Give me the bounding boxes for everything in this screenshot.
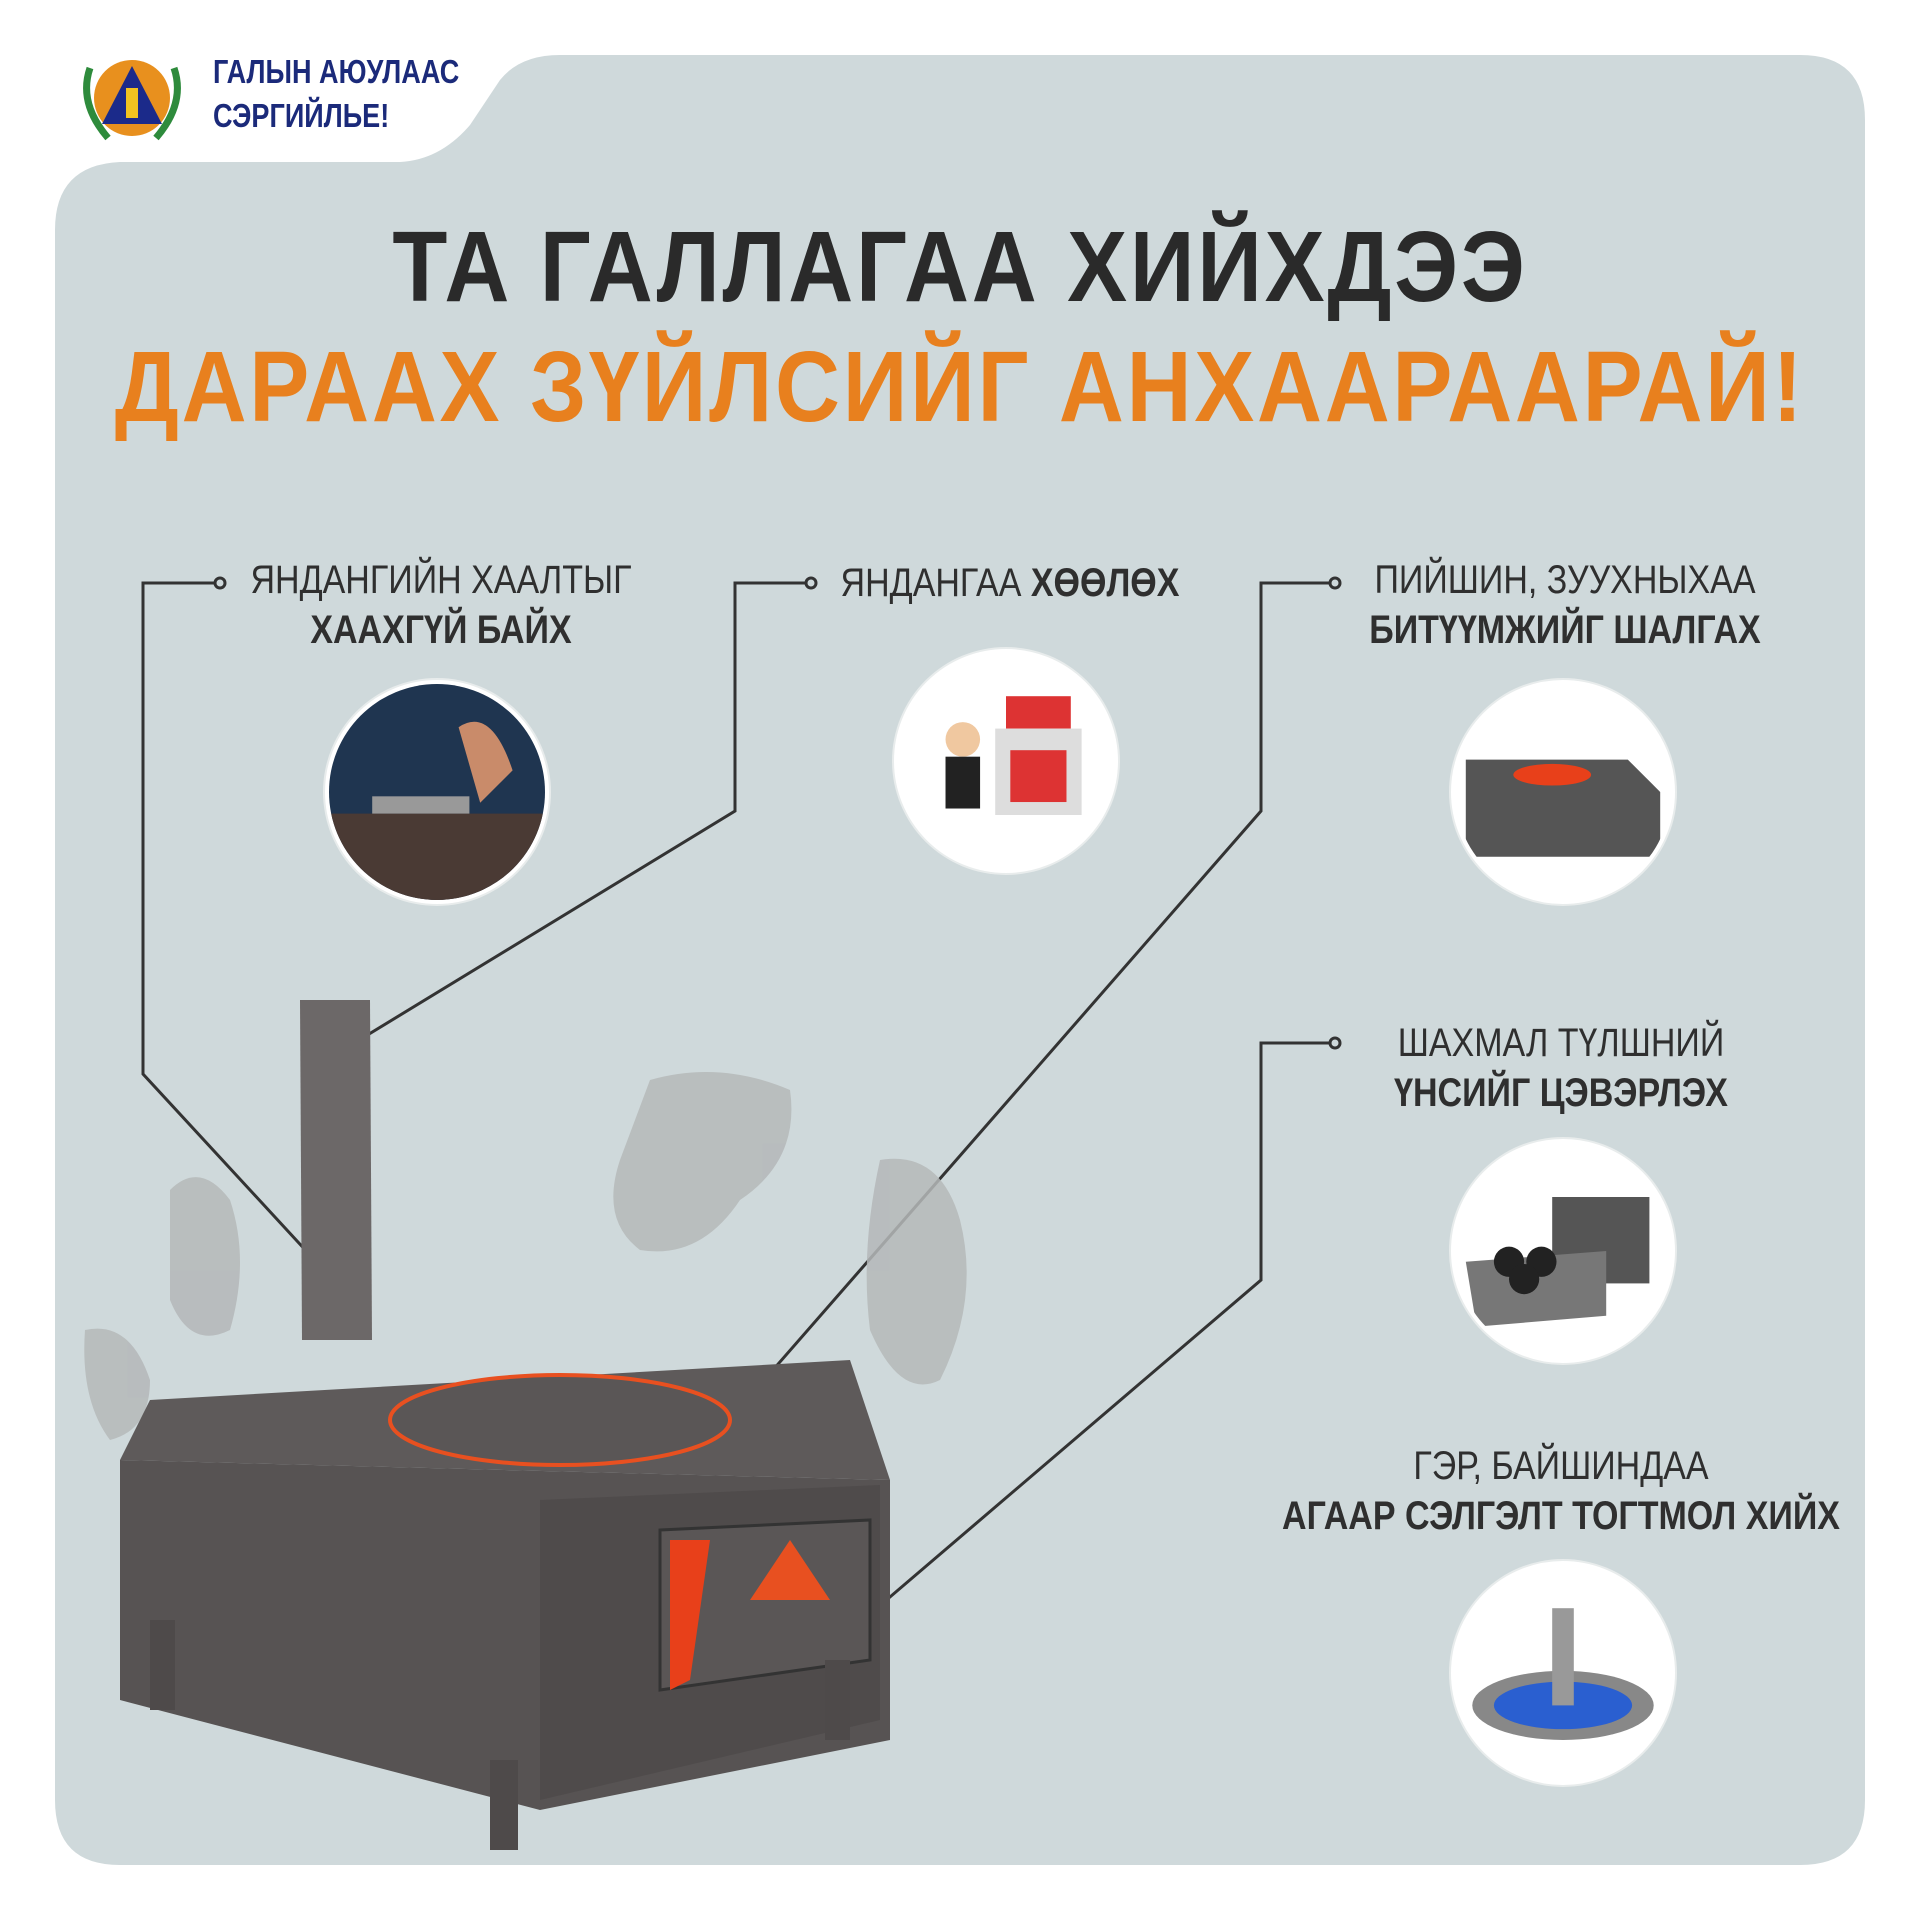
stove-seal-image <box>1451 680 1675 904</box>
tip-3-normal: ПИЙШИН, ЗУУХНЫХАА <box>1374 558 1756 602</box>
tip-3-bold: БИТҮҮМЖИЙГ ШАЛГАХ <box>1369 608 1761 652</box>
title-line-2: ДАРААХ ЗҮЙЛСИЙГ АНХААРААРАЙ! <box>114 331 1806 443</box>
tip-2-label: ЯНДАНГАА ХӨӨЛӨХ <box>798 558 1223 608</box>
tip-4-normal: ШАХМАЛ ТҮЛШНИЙ <box>1397 1021 1725 1065</box>
tip-4-bold: ҮНСИЙГ ЦЭВЭРЛЭХ <box>1394 1071 1728 1115</box>
tip-5-normal: ГЭР, БАЙШИНДАА <box>1413 1444 1709 1488</box>
tip-1-normal: ЯНДАНГИЙН ХААЛТЫГ <box>250 558 632 602</box>
smoke <box>84 1072 967 1440</box>
tip-2-normal: ЯНДАНГАА <box>840 561 1022 605</box>
tip-5-bold: АГААР СЭЛГЭЛТ ТОГТМОЛ ХИЙХ <box>1282 1494 1840 1538</box>
tip-3-label: ПИЙШИН, ЗУУХНЫХАА БИТҮҮМЖИЙГ ШАЛГАХ <box>1310 555 1820 655</box>
tip-1-bold: ХААХГҮЙ БАЙХ <box>310 608 572 652</box>
connector-lines <box>141 581 1330 1716</box>
tip-5-label: ГЭР, БАЙШИНДАА АГААР СЭЛГЭЛТ ТОГТМОЛ ХИЙХ <box>1238 1441 1884 1541</box>
title-line-1: ТА ГАЛЛАГАА ХИЙХДЭЭ <box>392 211 1528 323</box>
tip-1-label: ЯНДАНГИЙН ХААЛТЫГ ХААХГҮЙ БАЙХ <box>186 555 696 655</box>
ash-cleaning-image <box>1451 1139 1675 1363</box>
tip-2-bold: ХӨӨЛӨХ <box>1030 561 1180 605</box>
brand-line-2: СЭРГИЙЛЬЕ! <box>213 97 390 134</box>
emblem-logo <box>83 60 181 141</box>
chimney-sweep-image <box>894 649 1118 873</box>
stove-illustration <box>84 1000 967 1850</box>
ventilation-image <box>1451 1561 1675 1785</box>
chimney-damper-image <box>325 680 549 904</box>
brand-text: ГАЛЫН АЮУЛААС СЭРГИЙЛЬЕ! <box>213 50 459 138</box>
tip-4-label: ШАХМАЛ ТҮЛШНИЙ ҮНСИЙГ ЦЭВЭРЛЭХ <box>1306 1018 1816 1118</box>
brand-line-1: ГАЛЫН АЮУЛААС <box>213 53 460 90</box>
